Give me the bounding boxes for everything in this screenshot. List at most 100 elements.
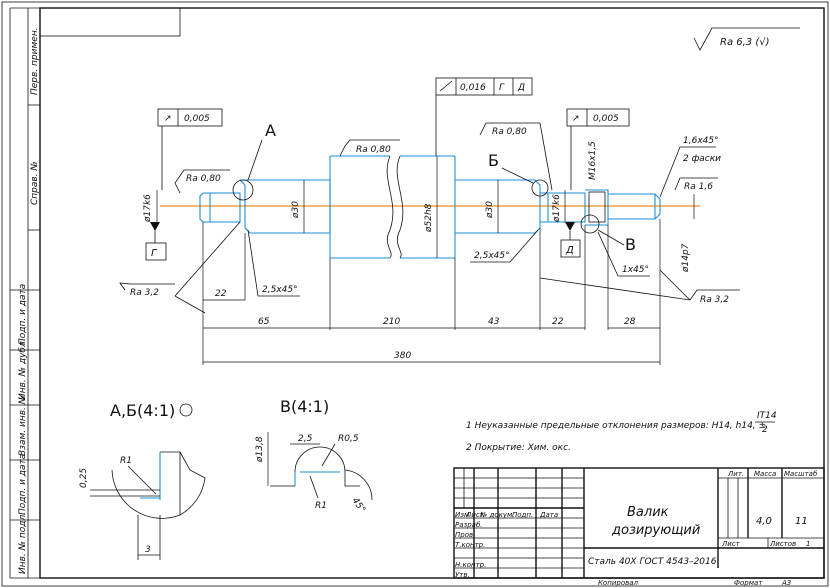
svg-text:Пров.: Пров. <box>455 531 475 539</box>
svg-text:В(4:1): В(4:1) <box>280 397 329 416</box>
extension-lines <box>202 219 661 365</box>
title-block: Изм Лист № докум. Подп. Дата Разраб. Про… <box>453 467 825 587</box>
svg-text:↗: ↗ <box>164 114 172 124</box>
general-roughness: Ra 6,3 (√) <box>693 27 800 51</box>
svg-text:Т.контр.: Т.контр. <box>455 541 485 549</box>
svg-text:Ra 3,2: Ra 3,2 <box>700 295 729 305</box>
chamfer-25-left: 2,5x45° <box>262 285 298 295</box>
detail-circle-a <box>232 179 254 201</box>
svg-text:А,Б(4:1): А,Б(4:1) <box>110 401 175 420</box>
svg-text:Масштаб: Масштаб <box>784 470 818 478</box>
datum-g-box <box>145 242 167 261</box>
chamfer-two: 2 фаски <box>683 154 721 164</box>
svg-text:Формат: Формат <box>734 579 763 587</box>
dim-22-right: 22 <box>552 317 564 327</box>
runout-frame-left: ↗ 0,005 <box>157 108 223 190</box>
runout-frame-right: ↗ 0,005 <box>566 108 630 190</box>
dim-210: 210 <box>383 317 400 327</box>
technical-notes: 1 Неуказанные предельные отклонения разм… <box>466 411 777 453</box>
svg-text:Разраб.: Разраб. <box>455 521 483 529</box>
svg-text:Н.контр.: Н.контр. <box>455 561 486 569</box>
chamfer-16: 1,6x45° <box>683 136 719 146</box>
datum-d-triangle <box>565 222 575 231</box>
svg-text:1 Неуказанные предельные откло: 1 Неуказанные предельные отклонения разм… <box>466 421 766 431</box>
label-b: Б <box>488 151 499 170</box>
svg-text:Копировал: Копировал <box>598 579 639 587</box>
svg-text:Ra 6,3 (√): Ra 6,3 (√) <box>720 37 770 48</box>
chamfer-1: 1x45° <box>622 265 649 275</box>
svg-text:Г: Г <box>151 248 158 259</box>
stamp-inv-podl: Инв. № подл. <box>18 512 28 574</box>
svg-text:Лист: Лист <box>465 511 485 519</box>
svg-text:Ra 0,80: Ra 0,80 <box>186 174 221 184</box>
inner-frame <box>39 7 825 579</box>
dim-22-left: 22 <box>215 289 227 299</box>
dim-65: 65 <box>258 317 270 327</box>
svg-text:Изм: Изм <box>455 511 470 519</box>
dim-d52h8: ø52h8 <box>424 203 434 233</box>
side-stamp-column: Перв. примен. Справ. № Подп. и дата Инв.… <box>9 7 40 579</box>
svg-text:0,005: 0,005 <box>593 114 619 124</box>
svg-text:Дата: Дата <box>539 511 558 519</box>
svg-text:Лист: Лист <box>721 540 741 548</box>
svg-text:1: 1 <box>806 540 810 548</box>
detail-v: В(4:1) ø13,8 2,5 R0,5 R1 45° <box>255 397 373 515</box>
dim-d30-left: ø30 <box>291 201 301 219</box>
dim-28: 28 <box>624 317 636 327</box>
svg-text:3: 3 <box>145 545 151 555</box>
datum-d-box <box>560 239 581 258</box>
detail-circle-v <box>580 214 600 234</box>
roughness-callouts: Ra 0,80 Ra 0,80 Ra 0,80 Ra 1,6 Ra 3,2 Ra… <box>119 122 740 314</box>
svg-text:0,005: 0,005 <box>184 114 210 124</box>
datum-g-triangle <box>150 222 160 231</box>
dim-d17k6-left: ø17k6 <box>143 194 153 223</box>
svg-text:2: 2 <box>762 425 768 435</box>
dim-d17k6-right: ø17k6 <box>552 194 562 223</box>
label-a: А <box>265 121 276 140</box>
svg-text:Листов: Листов <box>769 540 796 548</box>
svg-text:11: 11 <box>795 516 808 527</box>
svg-text:Ra 1,6: Ra 1,6 <box>684 182 713 192</box>
stamp-perv: Перв. примен. <box>30 27 40 95</box>
svg-text:2,5: 2,5 <box>298 434 313 444</box>
dim-43: 43 <box>488 317 500 327</box>
material: Сталь 40Х ГОСТ 4543–2016 <box>588 557 717 567</box>
svg-text:№ докум.: № докум. <box>479 511 515 519</box>
svg-text:Д: Д <box>517 83 525 93</box>
svg-text:Утв.: Утв. <box>455 571 470 579</box>
dim-d14p7: ø14p7 <box>681 243 691 273</box>
svg-text:R1: R1 <box>120 456 132 466</box>
stamp-vzam: Взам. инв. № <box>18 395 28 456</box>
svg-text:45°: 45° <box>350 496 367 515</box>
svg-text:А3: А3 <box>781 579 791 587</box>
svg-text:IT14: IT14 <box>757 411 777 421</box>
stamp-sprav: Справ. № <box>30 161 40 205</box>
tolerance-frame-top: 0,016 Г Д <box>435 77 533 156</box>
dim-380: 380 <box>394 351 411 361</box>
detail-circle-b <box>531 179 549 197</box>
svg-text:R1: R1 <box>315 501 327 511</box>
dim-thread: M16x1,5 <box>588 141 598 180</box>
svg-text:4,0: 4,0 <box>756 516 772 527</box>
svg-text:0,016: 0,016 <box>460 83 486 93</box>
svg-text:R0,5: R0,5 <box>338 434 359 444</box>
svg-text:Лит.: Лит. <box>727 470 744 478</box>
svg-text:↗: ↗ <box>572 114 580 124</box>
chamfer-25-right: 2,5x45° <box>474 251 510 261</box>
svg-text:Г: Г <box>499 83 505 93</box>
stamp-podp2: Подп. и дата <box>18 454 28 515</box>
dimension-lines: 22 65 210 43 22 28 380 <box>203 289 660 363</box>
stamp-inv-dubl: Инв. № дубл. <box>18 338 28 400</box>
svg-text:Подп.: Подп. <box>512 511 533 519</box>
part-name-2: дозирующий <box>611 523 700 538</box>
top-left-box <box>39 7 181 37</box>
dim-d30-right: ø30 <box>485 201 495 219</box>
svg-text:ø13,8: ø13,8 <box>255 436 265 463</box>
svg-text:0,25: 0,25 <box>79 468 89 488</box>
svg-text:Д: Д <box>565 245 574 256</box>
svg-text:2 Покрытие: Хим. окс.: 2 Покрытие: Хим. окс. <box>466 443 571 453</box>
part-name-1: Валик <box>627 505 669 520</box>
svg-text:Ra 0,80: Ra 0,80 <box>356 145 391 155</box>
